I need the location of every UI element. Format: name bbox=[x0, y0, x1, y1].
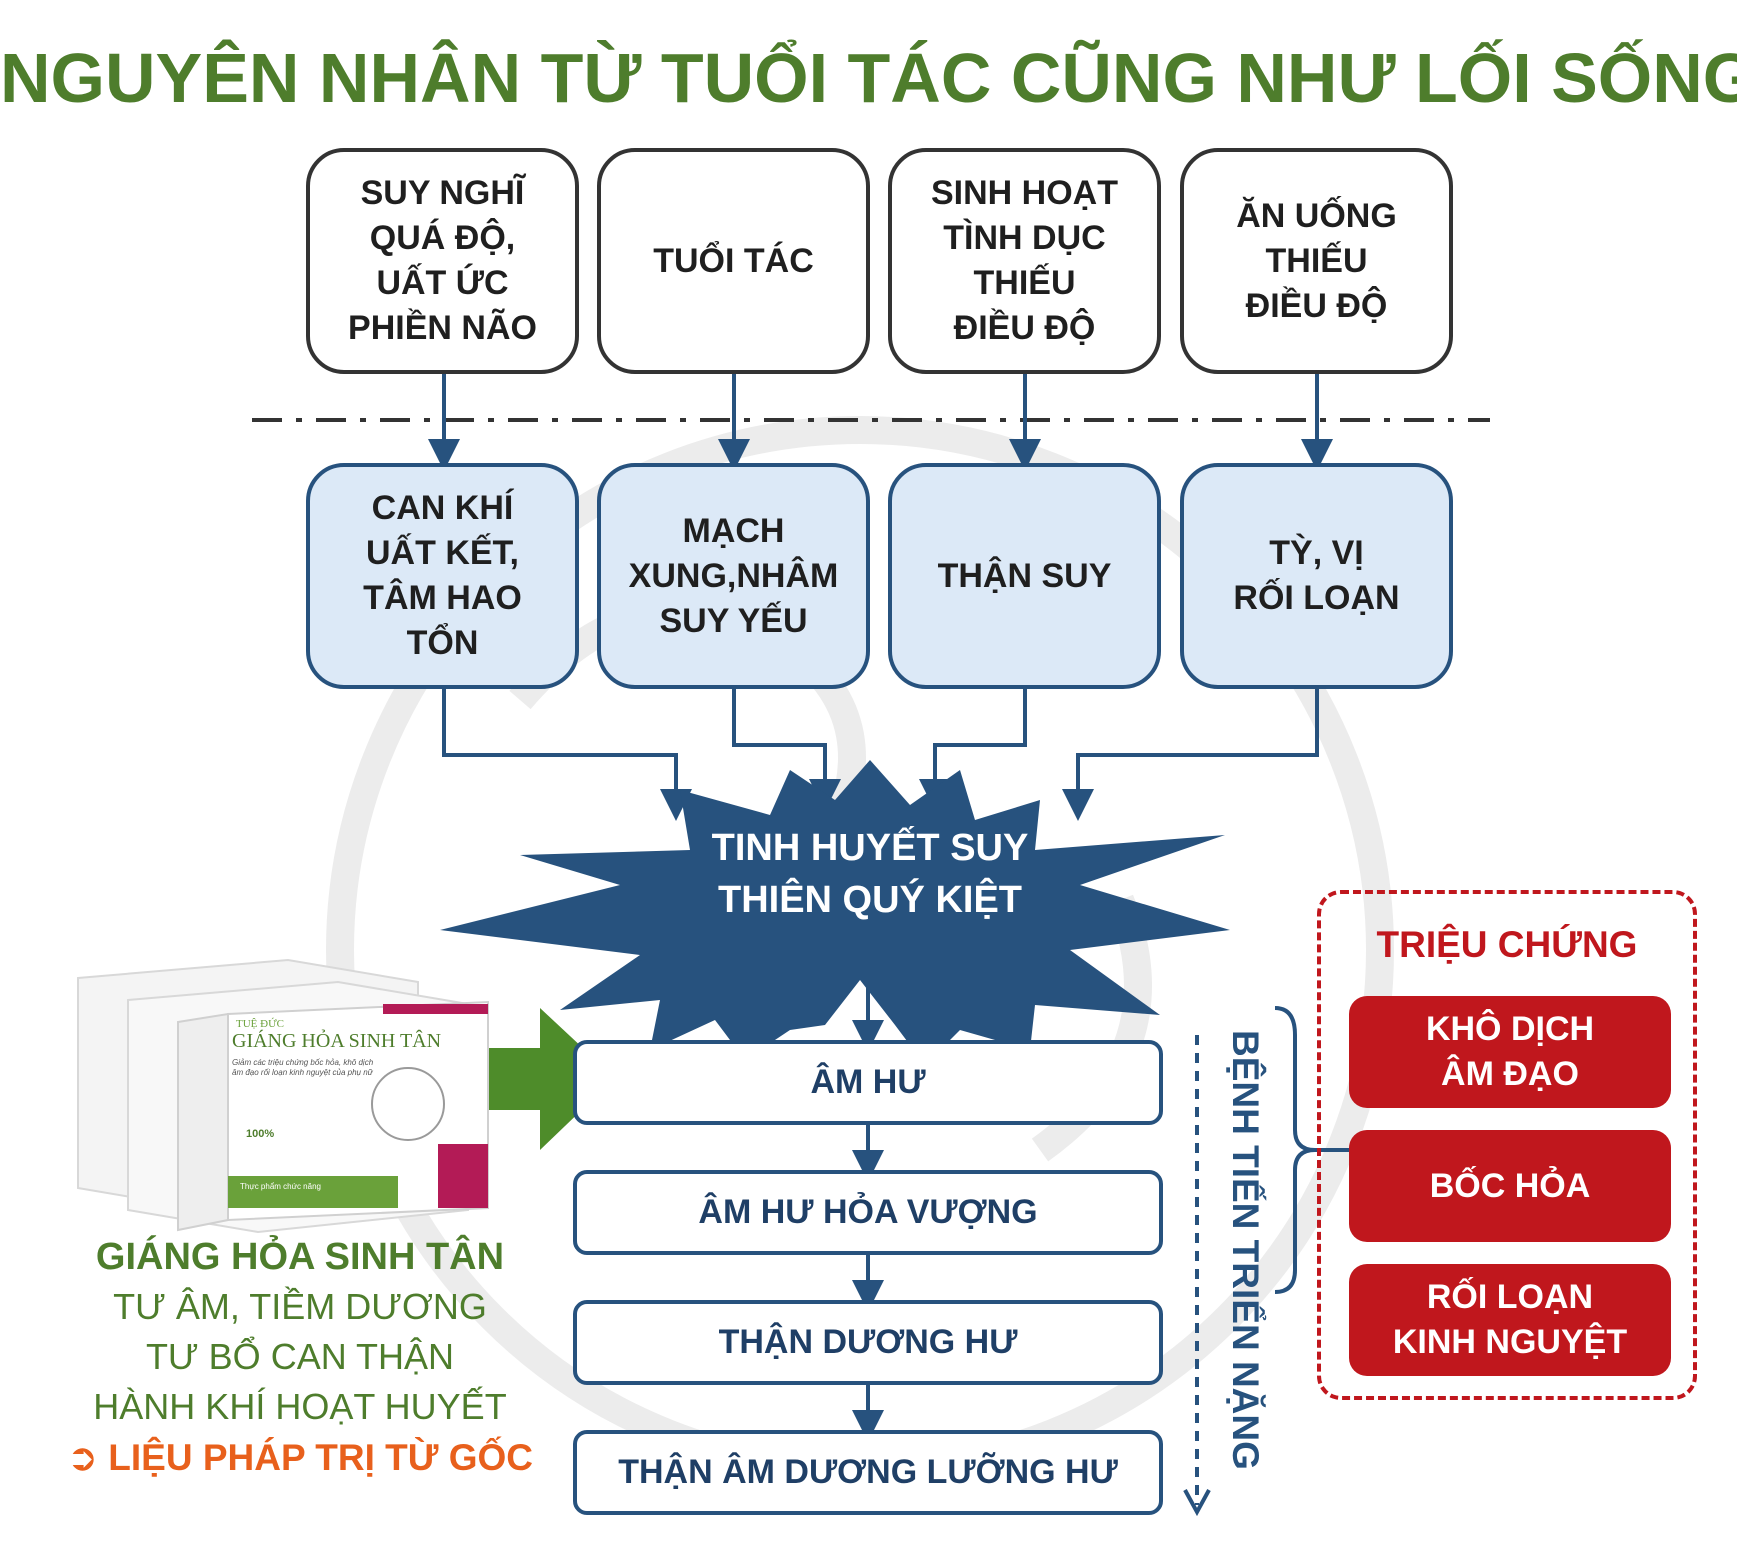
stage-box-2: ÂM HƯ HỎA VƯỢNG bbox=[573, 1170, 1163, 1255]
product-box-title: GIÁNG HỎA SINH TÂN bbox=[232, 1030, 442, 1052]
product-box-brand: TUỆ ĐỨC bbox=[236, 1018, 284, 1030]
effect-box-3: THẬN SUY bbox=[888, 463, 1161, 689]
symptom-item-3: RỐI LOẠN KINH NGUYỆT bbox=[1349, 1264, 1671, 1376]
symptoms-title: TRIỆU CHỨNG bbox=[1376, 924, 1638, 965]
connector-effect-1 bbox=[442, 689, 692, 821]
product-benefit-2: TƯ BỔ CAN THẬN bbox=[145, 1336, 455, 1377]
effect-box-1: CAN KHÍ UẤT KẾT, TÂM HAO TỔN bbox=[306, 463, 579, 689]
product-name: GIÁNG HỎA SINH TÂN bbox=[95, 1236, 505, 1278]
connector-effect-4 bbox=[1062, 689, 1319, 821]
product-benefit-1: TƯ ÂM, TIỀM DƯƠNG bbox=[113, 1286, 487, 1327]
effect-box-4: TỲ, VỊ RỐI LOẠN bbox=[1180, 463, 1453, 689]
product-benefit-3: HÀNH KHÍ HOẠT HUYẾT bbox=[93, 1386, 507, 1427]
connector-effect-3 bbox=[919, 689, 1027, 811]
product-box-badge: 100% bbox=[246, 1128, 275, 1140]
symptom-item-1: KHÔ DỊCH ÂM ĐẠO bbox=[1349, 996, 1671, 1108]
product-info: GIÁNG HỎA SINH TÂN TƯ ÂM, TIỀM DƯƠNG TƯ … bbox=[40, 1232, 560, 1484]
product-box-description: Giảm các triệu chứng bốc hỏa, khô dịch â… bbox=[232, 1058, 374, 1077]
effect-box-2: MẠCH XUNG,NHÂM SUY YẾU bbox=[597, 463, 870, 689]
starburst-label: TINH HUYẾT SUY THIÊN QUÝ KIỆT bbox=[711, 827, 1029, 921]
cause-box-4: ĂN UỐNG THIẾU ĐIỀU ĐỘ bbox=[1180, 148, 1453, 374]
starburst-shape bbox=[440, 760, 1230, 1065]
page-title: NGUYÊN NHÂN TỪ TUỔI TÁC CŨNG NHƯ LỐI SỐN… bbox=[0, 39, 1737, 117]
product-boxes bbox=[77, 958, 489, 1234]
cause-box-2: TUỔI TÁC bbox=[597, 148, 870, 374]
stage-box-1: ÂM HƯ bbox=[573, 1040, 1163, 1125]
stage-box-4: THẬN ÂM DƯƠNG LƯỠNG HƯ bbox=[573, 1430, 1163, 1515]
stage-box-3: THẬN DƯƠNG HƯ bbox=[573, 1300, 1163, 1385]
product-box-footer: Thực phẩm chức năng bbox=[240, 1182, 321, 1191]
symptoms-panel: TRIỆU CHỨNG KHÔ DỊCH ÂM ĐẠO BỐC HỎA RỐI … bbox=[1317, 890, 1697, 1400]
cause-box-1: SUY NGHĨ QUÁ ĐỘ, UẤT ỨC PHIỀN NÃO bbox=[306, 148, 579, 374]
cause-box-3: SINH HOẠT TÌNH DỤC THIẾU ĐIỀU ĐỘ bbox=[888, 148, 1161, 374]
progress-label: BỆNH TIẾN TRIỂN NẶNG bbox=[1225, 1030, 1266, 1470]
connector-effect-2 bbox=[732, 689, 841, 811]
product-cta: ➲ LIỆU PHÁP TRỊ TỪ GỐC bbox=[67, 1437, 533, 1478]
symptom-item-2: BỐC HỎA bbox=[1349, 1130, 1671, 1242]
green-arrow bbox=[470, 1008, 615, 1150]
